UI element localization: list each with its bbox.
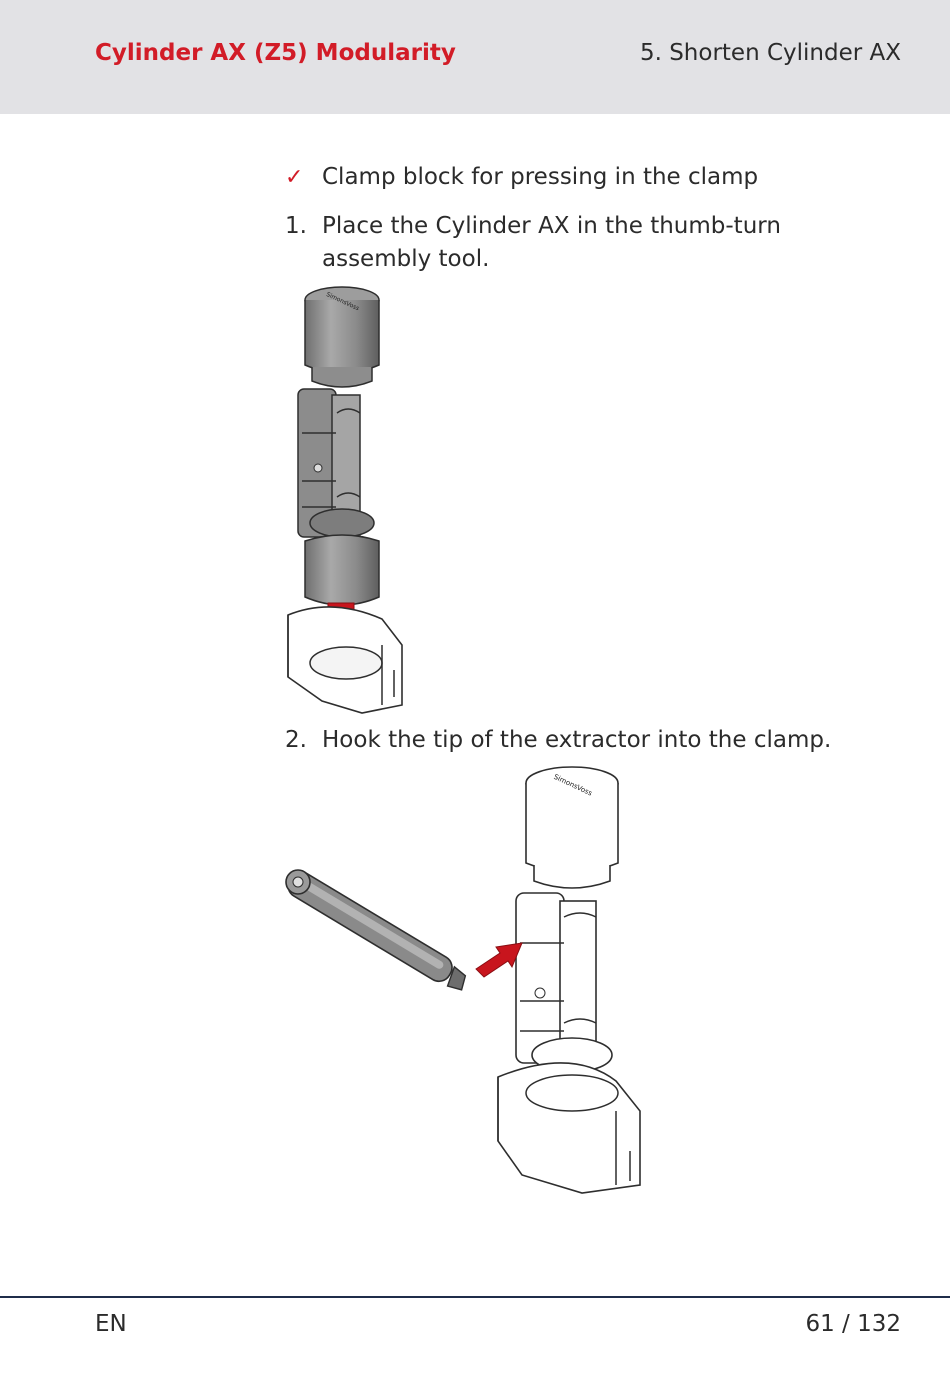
step-2-number: 2. xyxy=(285,727,307,753)
page-header: Cylinder AX (Z5) Modularity 5. Shorten C… xyxy=(0,0,950,114)
step-2-text: Hook the tip of the extractor into the c… xyxy=(322,727,832,753)
figure-2-illustration: SimonsVoss xyxy=(285,766,641,1194)
prerequisite-text: Clamp block for pressing in the clamp xyxy=(322,164,759,190)
document-title: Cylinder AX (Z5) Modularity xyxy=(95,40,456,66)
page-number: 61 / 132 xyxy=(805,1311,901,1337)
step-1-text: Place the Cylinder AX in the thumb-turn … xyxy=(322,213,781,272)
step-2: 2. Hook the tip of the extractor into th… xyxy=(285,724,895,757)
footer-language: EN xyxy=(95,1311,127,1337)
prerequisite-item: ✓ Clamp block for pressing in the clamp xyxy=(285,161,895,194)
step-1: 1. Place the Cylinder AX in the thumb-tu… xyxy=(285,210,895,276)
figure-extractor-into-clamp: SimonsVoss xyxy=(282,765,652,1204)
checkmark-icon: ✓ xyxy=(285,165,304,190)
section-title: 5. Shorten Cylinder AX xyxy=(639,40,901,66)
figure-1-illustration: SimonsVoss xyxy=(287,286,403,714)
figure-cylinder-into-tool: SimonsVoss xyxy=(282,285,412,721)
footer-rule xyxy=(0,1296,950,1298)
step-1-number: 1. xyxy=(285,213,307,239)
